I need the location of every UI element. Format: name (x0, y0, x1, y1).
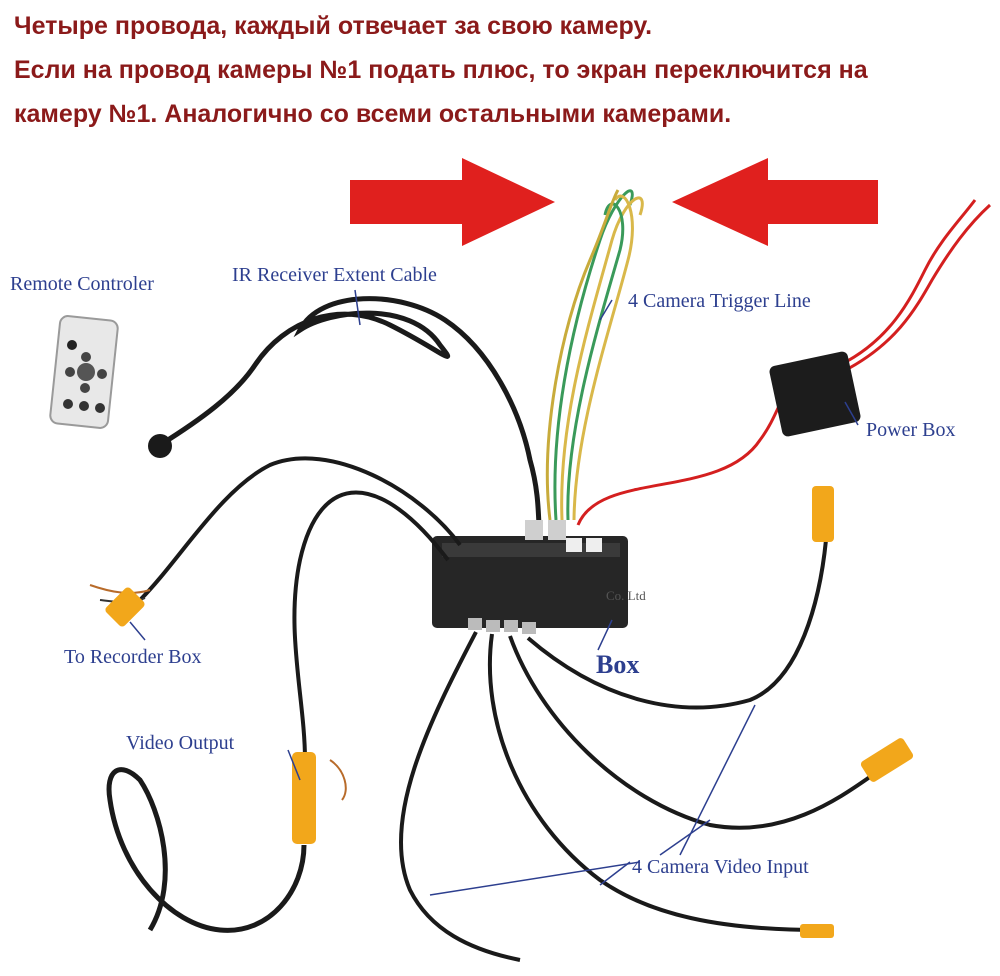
label-box-brand: Co. Ltd (606, 588, 646, 603)
label-recorder-box: To Recorder Box (64, 646, 201, 668)
camera-rca-plug-top (812, 486, 834, 542)
instruction-line-2: Если на провод камеры №1 подать плюс, то… (14, 56, 868, 84)
left-red-arrow (350, 158, 555, 246)
instruction-line-1: Четыре провода, каждый отвечает за свою … (14, 12, 653, 40)
label-power-box: Power Box (866, 419, 955, 441)
label-remote-controller: Remote Controler (10, 273, 154, 295)
label-ir-cable: IR Receiver Extent Cable (232, 264, 437, 286)
recorder-rca-plug (105, 587, 145, 627)
remote-controller (49, 315, 119, 429)
power-wires (576, 199, 992, 526)
camera-rca-plug-right (860, 738, 914, 782)
label-pointers (129, 289, 859, 896)
camera-rca-plug-bottom (800, 924, 834, 938)
instruction-text: Четыре провода, каждый отвечает за свою … (14, 4, 994, 136)
video-output-rca-plug (292, 752, 316, 844)
label-video-output: Video Output (126, 732, 235, 754)
instruction-line-3: камеру №1. Аналогично со всеми остальным… (14, 100, 732, 128)
camera-input-cables (399, 539, 882, 962)
video-output-cable (292, 490, 450, 761)
label-box: Box (596, 650, 639, 679)
power-box (769, 351, 861, 437)
label-trigger-line: 4 Camera Trigger Line (628, 290, 811, 312)
right-red-arrow (672, 158, 878, 246)
switch-box (432, 520, 628, 634)
label-video-input: 4 Camera Video Input (632, 856, 809, 878)
ir-receiver-eye (148, 434, 172, 458)
recorder-cable (138, 456, 462, 602)
trigger-wire-bundle (545, 189, 644, 521)
